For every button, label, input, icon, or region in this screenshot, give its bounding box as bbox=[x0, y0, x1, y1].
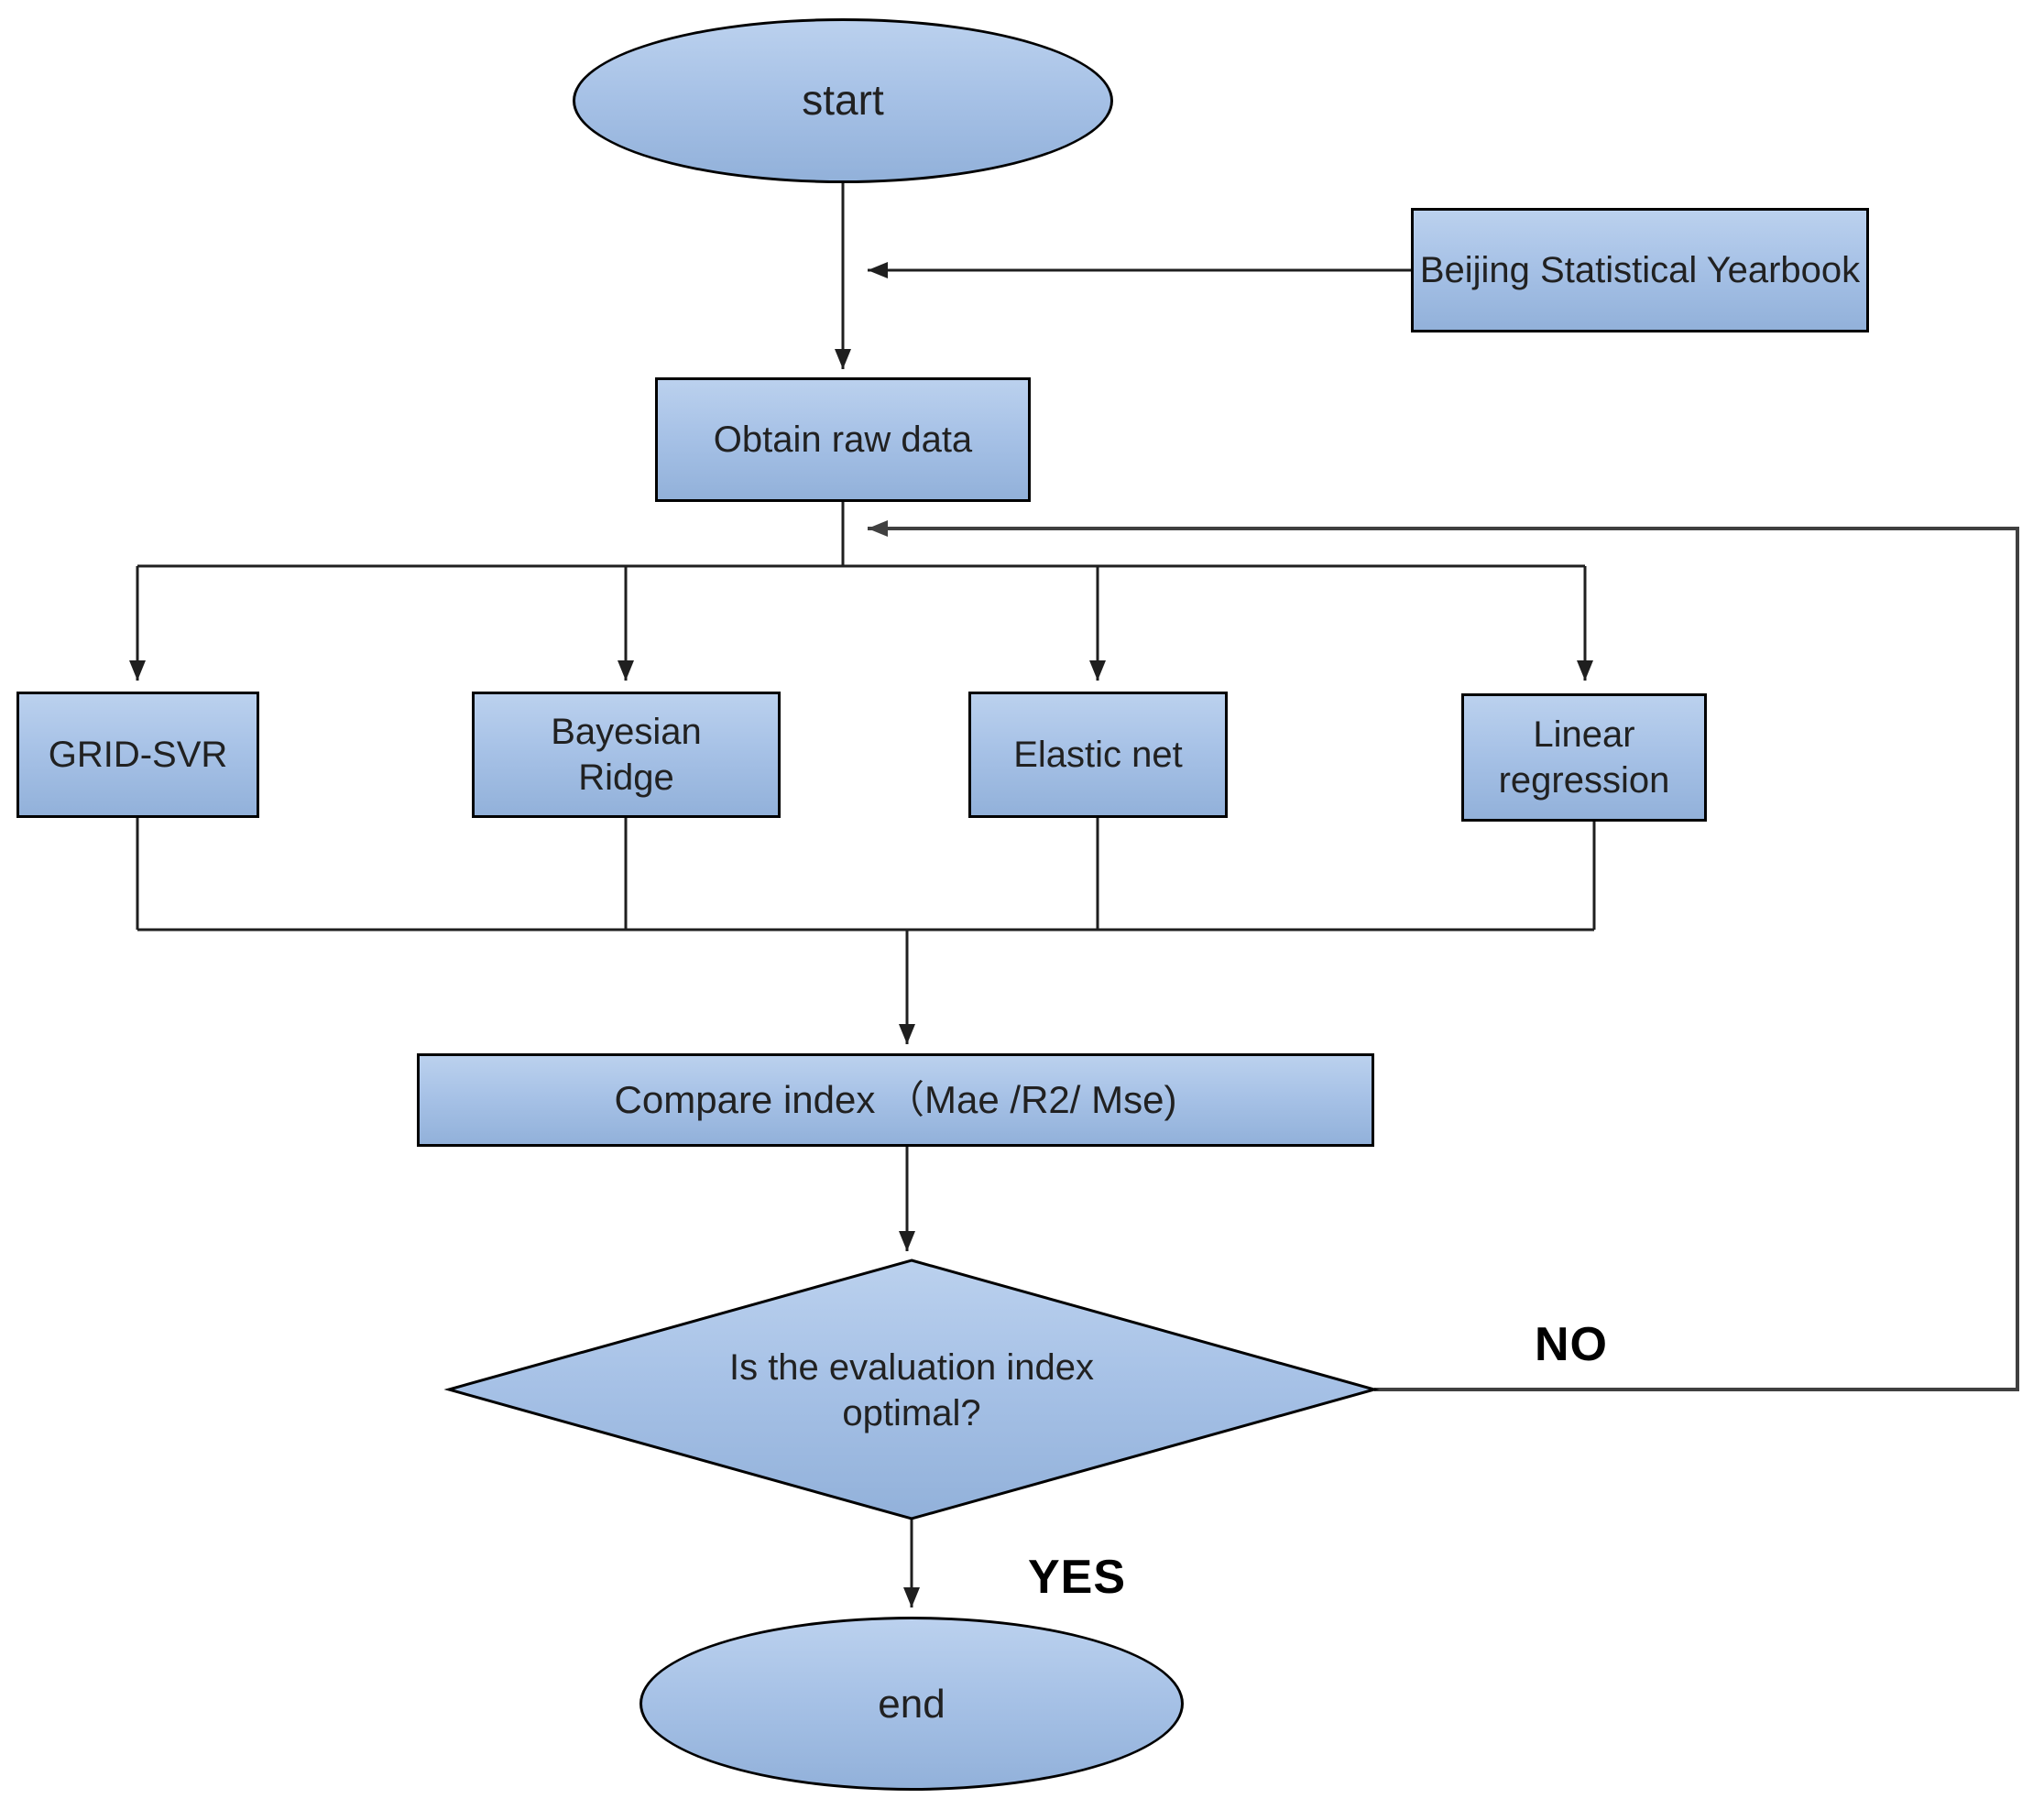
node-beijing-statistical-yearbook: Beijing Statistical Yearbook bbox=[1411, 208, 1869, 332]
node-grid-svr-label: GRID-SVR bbox=[48, 735, 228, 775]
node-grid-svr: GRID-SVR bbox=[16, 692, 259, 818]
node-decision-shape bbox=[443, 1259, 1380, 1520]
node-end: end bbox=[639, 1617, 1184, 1791]
node-bayesian-ridge-label: Bayesian Ridge bbox=[551, 712, 702, 798]
node-linear-regression-label: Linear regression bbox=[1498, 714, 1670, 801]
node-decision-label: Is the evaluation index optimal? bbox=[728, 1346, 1095, 1433]
edge-decision-no-feedback bbox=[868, 520, 2019, 1391]
node-decision: Is the evaluation index optimal? bbox=[637, 1287, 1186, 1493]
node-elastic-net: Elastic net bbox=[968, 692, 1228, 818]
node-elastic-net-label: Elastic net bbox=[1013, 735, 1183, 775]
node-obtain-raw-data: Obtain raw data bbox=[655, 377, 1031, 502]
node-compare-index-label: Compare index （Mae /R2/ Mse) bbox=[614, 1077, 1177, 1121]
edge-label-yes: YES bbox=[1028, 1551, 1127, 1604]
node-linear-regression: Linear regression bbox=[1461, 693, 1707, 822]
node-beijing-statistical-yearbook-label: Beijing Statistical Yearbook bbox=[1419, 250, 1861, 290]
edge-label-no: NO bbox=[1535, 1318, 1608, 1371]
node-start-label: start bbox=[802, 76, 884, 125]
node-end-label: end bbox=[878, 1681, 945, 1727]
node-compare-index: Compare index （Mae /R2/ Mse) bbox=[417, 1053, 1374, 1147]
node-bayesian-ridge: Bayesian Ridge bbox=[472, 692, 781, 818]
node-obtain-raw-data-label: Obtain raw data bbox=[713, 420, 973, 460]
node-start: start bbox=[573, 18, 1113, 183]
